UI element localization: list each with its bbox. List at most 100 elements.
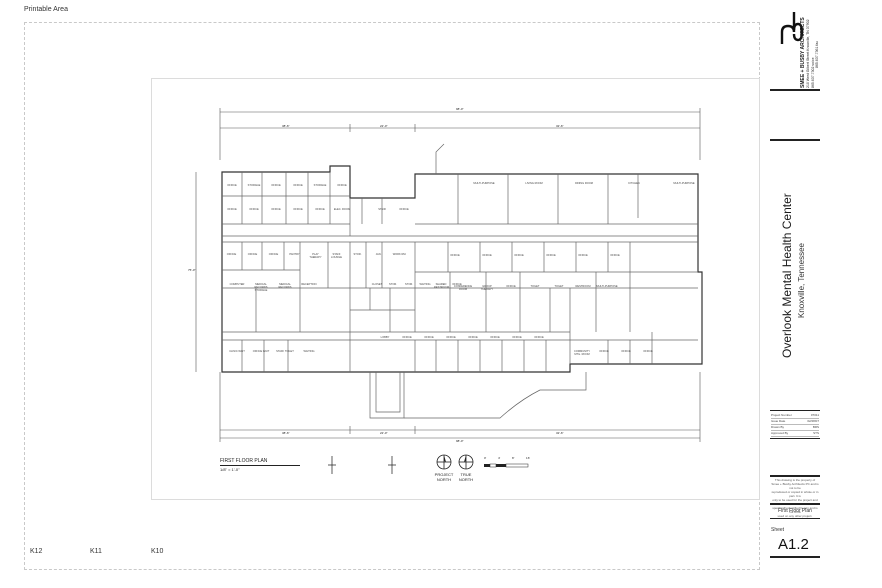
- room-label: OFFICE: [247, 253, 258, 256]
- room-label: OFFICE: [450, 254, 460, 257]
- firm-logo-icon: [780, 12, 804, 44]
- project-location: Knoxville, Tennessee: [797, 242, 806, 318]
- column-marker-k11: K11: [90, 548, 102, 555]
- title-block-divider: [770, 518, 820, 519]
- room-label: OFFICE: [271, 184, 281, 187]
- room-label: OFFICE: [621, 350, 631, 353]
- room-label: OFFICE: [249, 208, 259, 211]
- graphic-scale-bar: [484, 463, 529, 468]
- room-label: STOR.: [353, 253, 362, 256]
- dimension-overall-top: 98'-0": [456, 107, 464, 111]
- room-label: OFFICE: [271, 208, 281, 211]
- title-block-divider: [770, 556, 820, 558]
- dimension-top: 32'-6": [556, 124, 564, 128]
- room-label: WAITING: [419, 283, 431, 286]
- firm-fax: 865.637.7361 fax: [815, 40, 819, 68]
- first-floor-plan-drawing: [195, 108, 703, 442]
- dimension-top: 22'-0": [380, 124, 388, 128]
- room-label: OFFICE: [293, 184, 303, 187]
- room-label: WORK RM.: [392, 253, 407, 256]
- room-label: MULTI-PURPOSE: [673, 182, 695, 185]
- room-label: STOR.: [389, 283, 397, 286]
- room-label: OFFICE: [452, 283, 462, 286]
- firm-info: SMEE + BUSBY ARCHITECTS 210 West Gilbert…: [778, 17, 819, 88]
- room-label: TOILET: [554, 285, 564, 288]
- room-label: CONFERENCE ROOM: [453, 285, 473, 291]
- room-label: RESTROOM: [575, 285, 591, 288]
- title-block-divider: [770, 139, 820, 141]
- plan-title-underline: [220, 465, 300, 466]
- room-label: STORAGE: [247, 184, 261, 187]
- room-label: JAN.: [375, 253, 382, 256]
- room-label: MEDICAL RECORDS STORAGE: [254, 283, 268, 292]
- room-label: OFFICE: [227, 208, 237, 211]
- room-label: SHARED RESTROOM: [434, 283, 449, 289]
- room-label: KITCHEN: [628, 182, 640, 185]
- room-label: CLOSET: [371, 283, 383, 286]
- title-block-divider: [770, 475, 820, 477]
- room-label: OFFICE: [546, 254, 556, 257]
- room-label: MEDICAL RECORDS: [278, 283, 292, 289]
- room-label: OFFICE: [506, 285, 516, 288]
- plan-scale: 1/8" = 1'-0": [220, 467, 240, 472]
- room-label: OFFICE: [315, 208, 325, 211]
- true-north-label: TRUE NORTH: [458, 472, 474, 482]
- room-label: STAIR: [378, 208, 386, 211]
- room-label: OFFICE: [402, 336, 412, 339]
- true-north-arrow-icon: [458, 454, 474, 470]
- project-title: Overlook Mental Health Center: [780, 193, 794, 358]
- room-label: OFFICE: [424, 336, 434, 339]
- room-label: OFFICE: [268, 253, 279, 256]
- title-block-divider: [770, 89, 820, 91]
- room-label: COMMUNITY MTG. ROOM: [574, 350, 590, 356]
- section-marker-icon: [388, 456, 396, 474]
- dimension-overall-bottom: 98'-0": [456, 439, 464, 443]
- room-label: OFFICE: [643, 350, 653, 353]
- title-block-divider: [770, 438, 820, 439]
- room-label: OFFICE: [534, 336, 544, 339]
- sheet-number: A1.2: [778, 536, 809, 553]
- sheet-label: Sheet: [771, 527, 785, 533]
- room-label: DINING ROOM: [575, 182, 593, 185]
- room-label: OFFICE: [293, 208, 303, 211]
- room-label: OFFICE: [226, 253, 237, 256]
- dimension-bottom: 22'-0": [380, 431, 388, 435]
- room-label: ELEC. ROOM: [333, 208, 351, 211]
- room-label: COMPUTER: [229, 283, 245, 286]
- room-label: STAFF TOILET: [276, 350, 294, 353]
- room-label: LOBBY: [380, 336, 390, 339]
- scale-bar-labels: 0' 4' 8' 16': [484, 456, 530, 460]
- project-north-arrow-icon: [436, 454, 452, 470]
- firm-address: 210 West Gilbert Street Knoxville, TN 37…: [806, 19, 810, 88]
- room-label: MULTI-PURPOSE: [473, 182, 495, 185]
- room-label: STORAGE: [313, 184, 327, 187]
- room-label: OFFICE: [227, 184, 237, 187]
- dimension-top: 38'-6": [282, 124, 290, 128]
- room-label: PANTRY: [289, 253, 300, 256]
- room-label: MULTI-PURPOSE: [596, 285, 618, 288]
- column-marker-k10: K10: [151, 548, 164, 555]
- plan-title: FIRST FLOOR PLAN: [220, 458, 268, 464]
- printable-area-label: Printable Area: [24, 6, 68, 13]
- room-label: OFFICE: [578, 254, 588, 257]
- room-label: OFFICE: [482, 254, 492, 257]
- room-label: OFFICE: [399, 208, 409, 211]
- dimension-bottom: 38'-6": [282, 431, 290, 435]
- section-marker-icon: [328, 456, 336, 474]
- room-label: CLINIC WAIT: [229, 350, 245, 353]
- column-marker-k12: K12: [30, 548, 43, 555]
- room-label: STAFF LOUNGE: [331, 253, 342, 259]
- room-label: OFFICE: [337, 184, 347, 187]
- room-label: OFFICE: [490, 336, 500, 339]
- room-label: OFFICE: [514, 254, 524, 257]
- room-label: OFFICE WAIT: [252, 350, 270, 353]
- room-label: PLAY THERAPY: [309, 253, 322, 259]
- room-label: GROUP THERAPY: [480, 285, 494, 291]
- room-label: OFFICE: [599, 350, 609, 353]
- title-block-divider: [770, 410, 820, 411]
